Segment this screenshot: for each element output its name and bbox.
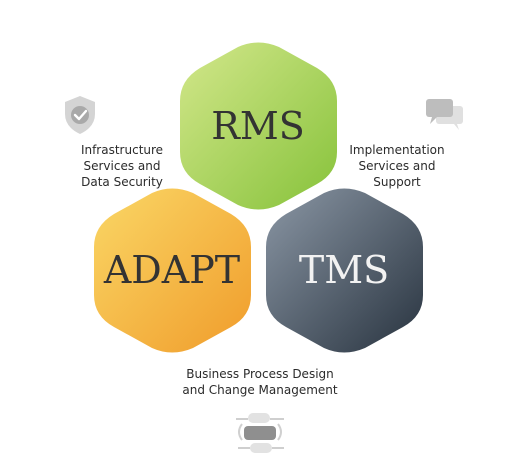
shield-check-icon [65,96,95,134]
caption-line: Implementation [349,143,445,157]
caption-line: Services and [83,159,161,173]
caption-implementation: Implementation Services and Support [337,142,457,190]
caption-business-process: Business Process Design and Change Manag… [150,366,370,398]
chat-bubbles-icon [426,99,463,130]
toggle-switch-icon [236,413,284,453]
hexagon-rms: RMS [180,42,337,210]
hexagon-adapt: ADAPT [94,188,251,353]
adapt-label: ADAPT [103,248,240,292]
caption-infrastructure: Infrastructure Services and Data Securit… [62,142,182,190]
caption-line: Services and [358,159,436,173]
tms-label: TMS [299,248,389,292]
hexagon-tms: TMS [266,188,423,353]
caption-line: and Change Management [182,383,338,397]
caption-line: Business Process Design [186,367,334,381]
caption-line: Data Security [81,175,163,189]
rms-label: RMS [211,104,305,148]
caption-line: Support [373,175,421,189]
caption-line: Infrastructure [80,143,164,157]
